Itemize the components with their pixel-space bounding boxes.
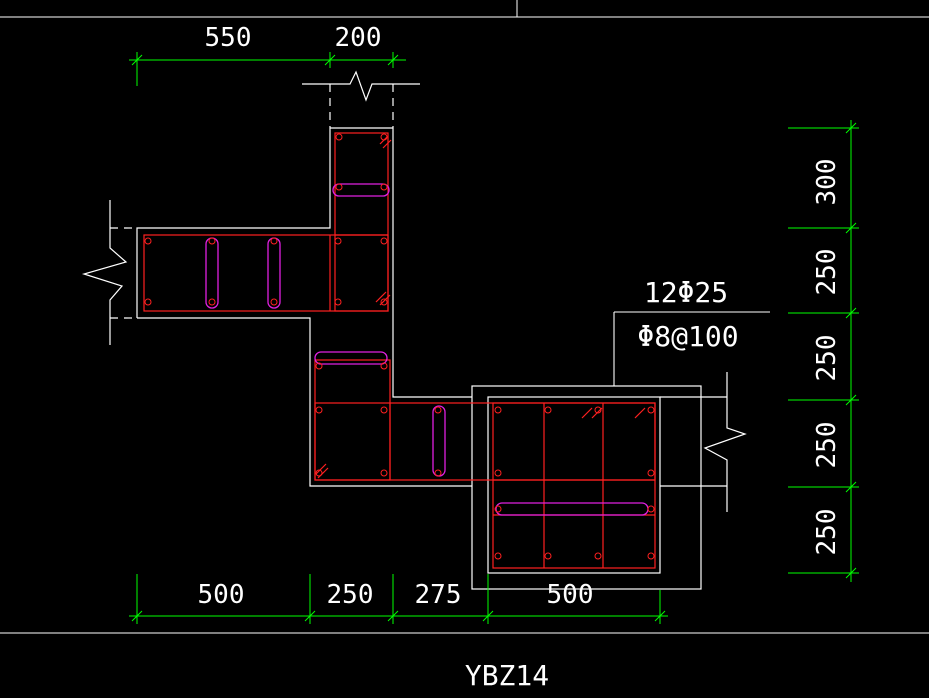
- rebar-dot: [315, 469, 323, 477]
- rebar-dot: [434, 469, 442, 477]
- rebar-dot: [380, 298, 388, 306]
- rebar-dot: [647, 406, 655, 414]
- rebar-dot: [647, 552, 655, 560]
- rebar-dot: [270, 237, 278, 245]
- rebar-dot: [494, 406, 502, 414]
- rebar-dot: [494, 505, 502, 513]
- rebar-dot: [594, 552, 602, 560]
- corner-hooks: [315, 135, 646, 479]
- top-dim-label-1: 550: [205, 23, 252, 53]
- rebar-dot: [594, 406, 602, 414]
- right-dim-label-3: 250: [812, 335, 842, 382]
- rebar-label-stirrup: Φ8@100: [637, 320, 738, 353]
- rebar-dot: [647, 469, 655, 477]
- top-dimension: [129, 52, 406, 86]
- right-dim-label-5: 250: [812, 509, 842, 556]
- rebar-dot: [380, 237, 388, 245]
- rebar-dot: [380, 469, 388, 477]
- rebar-dot: [144, 298, 152, 306]
- cross-ties: [205, 183, 649, 516]
- frame-lines: [0, 0, 929, 634]
- rebar-dot: [208, 298, 216, 306]
- rebar-dot: [380, 406, 388, 414]
- bottom-dimension: [129, 574, 668, 624]
- rebar-dot: [144, 237, 152, 245]
- rebar-dot: [380, 133, 388, 141]
- rebar-dot: [544, 406, 552, 414]
- rebar-dot: [380, 362, 388, 370]
- rebar-dot: [334, 298, 342, 306]
- rebar-dot: [208, 237, 216, 245]
- bottom-dim-label-2: 250: [327, 580, 374, 610]
- rebar-dot: [380, 183, 388, 191]
- rebar-dot: [334, 237, 342, 245]
- bottom-dim-label-1: 500: [198, 580, 245, 610]
- right-dim-label-1: 300: [812, 159, 842, 206]
- rebar-dot: [335, 133, 343, 141]
- right-dim-label-4: 250: [812, 422, 842, 469]
- rebar-leader: [613, 311, 770, 386]
- rebar-dot: [315, 362, 323, 370]
- break-lines: [81, 70, 747, 512]
- right-dim-label-2: 250: [812, 249, 842, 296]
- rebar-dot: [315, 406, 323, 414]
- rebar-dot: [494, 552, 502, 560]
- right-dimension: [788, 120, 859, 582]
- rebar-dot: [647, 505, 655, 513]
- wall-outline: [136, 127, 727, 590]
- rebar-dot: [434, 406, 442, 414]
- bottom-dim-label-3: 275: [415, 580, 462, 610]
- rebar-dot: [335, 183, 343, 191]
- rebar-dot: [544, 552, 552, 560]
- top-dim-label-2: 200: [335, 23, 382, 53]
- drawing-title: YBZ14: [465, 659, 549, 692]
- rebar-dot: [270, 298, 278, 306]
- rebar-label-longitudinal: 12Φ25: [644, 276, 728, 309]
- rebar-dots: [144, 133, 655, 560]
- rebar-dot: [494, 469, 502, 477]
- bottom-dim-label-4: 500: [547, 580, 594, 610]
